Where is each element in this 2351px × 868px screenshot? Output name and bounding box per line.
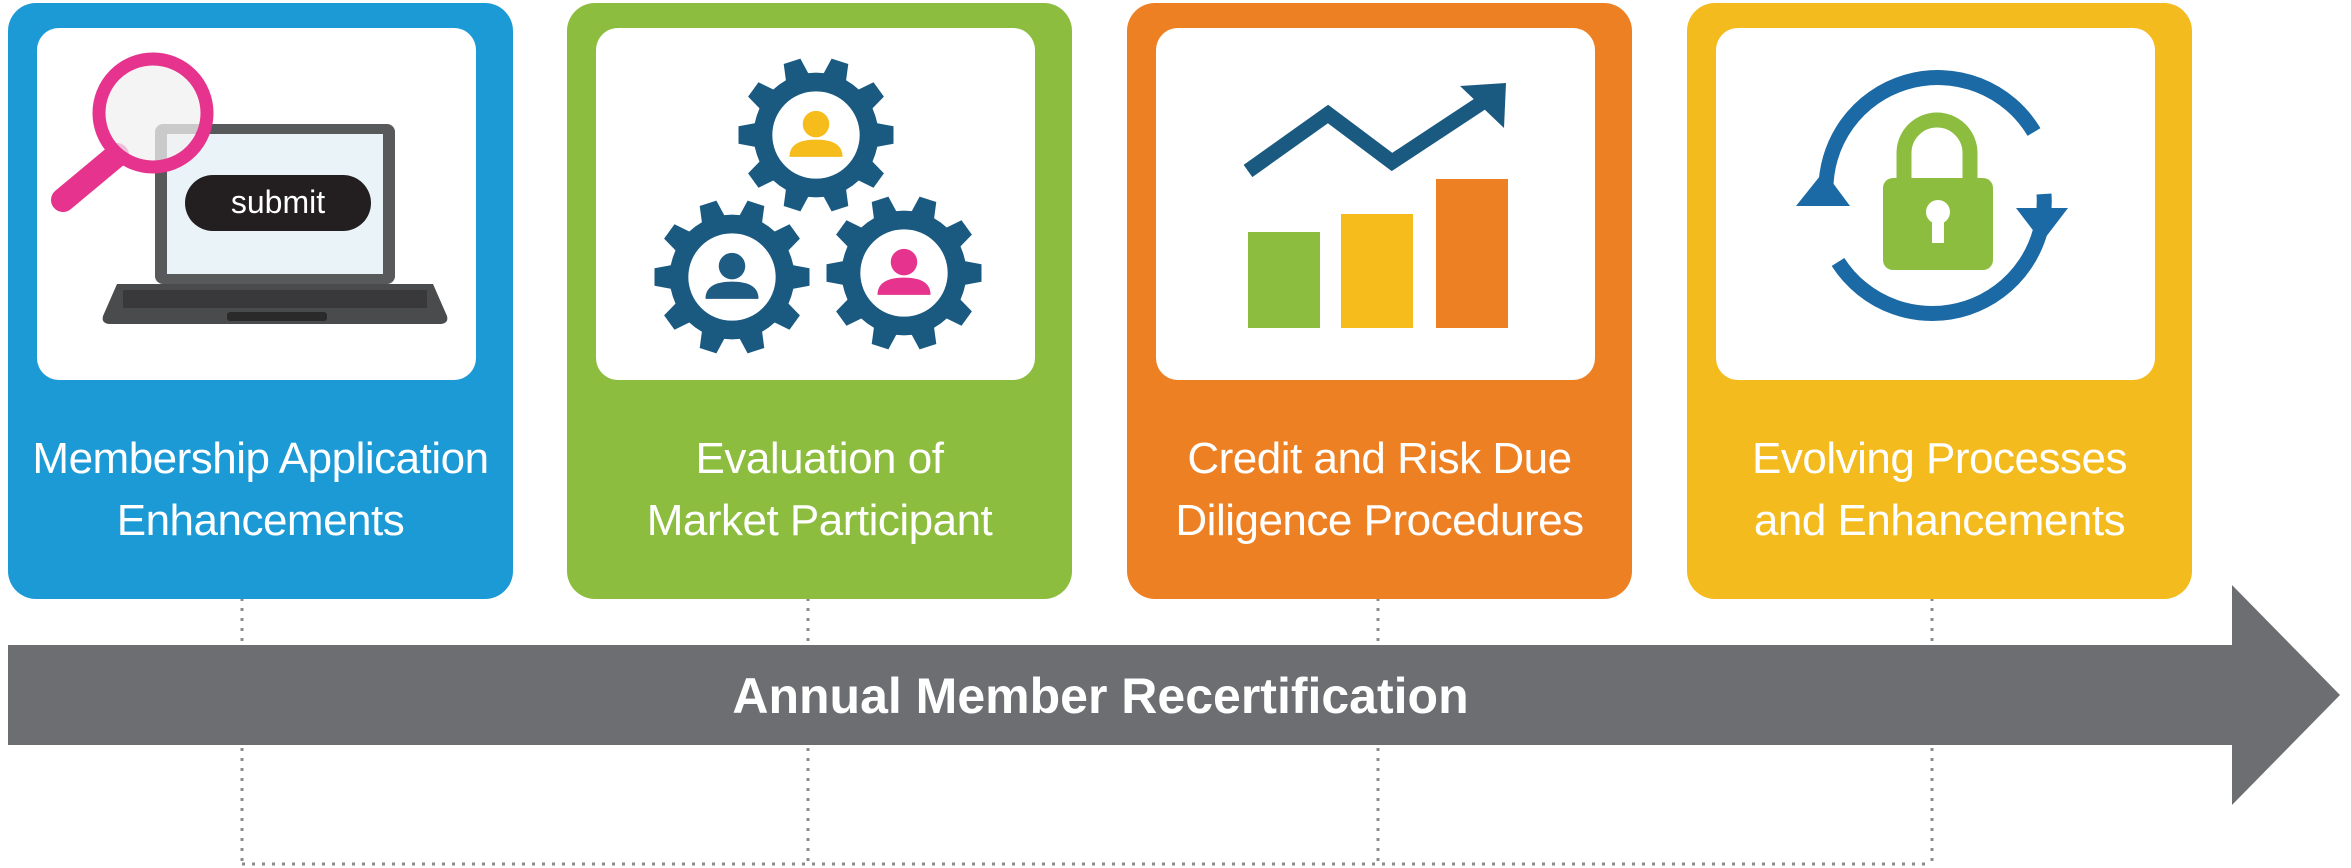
card-label-line: Enhancements bbox=[116, 496, 405, 545]
card-label: Credit and Risk Due Diligence Procedures bbox=[1127, 428, 1632, 552]
orange-bar-icon bbox=[1436, 179, 1508, 328]
icon-panel bbox=[1156, 28, 1595, 380]
lock-refresh-icon bbox=[1796, 70, 2068, 321]
arrowhead-icon bbox=[1796, 171, 1850, 206]
gears-people-icon bbox=[654, 58, 982, 354]
card-label-line: Evolving Processes bbox=[1752, 434, 2127, 483]
gear-left-icon bbox=[654, 200, 810, 354]
timeline-arrow bbox=[8, 585, 2340, 805]
yellow-bar-icon bbox=[1341, 214, 1413, 328]
card-label-line: Membership Application bbox=[32, 434, 489, 483]
card-label-line: Diligence Procedures bbox=[1175, 496, 1584, 545]
card-label: Evaluation of Market Participant bbox=[567, 428, 1072, 552]
timeline-arrow-shape bbox=[8, 585, 2340, 805]
growth-chart-icon bbox=[1243, 83, 1508, 328]
card-label: Evolving Processes and Enhancements bbox=[1687, 428, 2192, 552]
card-membership-application: submit Membership Application Enhancemen… bbox=[8, 3, 513, 599]
card-label-line: Evaluation of bbox=[695, 434, 944, 483]
arrowhead-icon bbox=[1460, 83, 1506, 128]
green-bar-icon bbox=[1248, 232, 1320, 328]
icon-panel: submit bbox=[37, 28, 476, 380]
card-credit-risk: Credit and Risk Due Diligence Procedures bbox=[1127, 3, 1632, 599]
card-label-line: Credit and Risk Due bbox=[1187, 434, 1572, 483]
gear-right-icon bbox=[826, 196, 982, 350]
icon-panel bbox=[1716, 28, 2155, 380]
timeline-label: Annual Member Recertification bbox=[732, 668, 1469, 724]
card-evolving-processes: Evolving Processes and Enhancements bbox=[1687, 3, 2192, 599]
card-market-participant: Evaluation of Market Participant bbox=[567, 3, 1072, 599]
icon-panel bbox=[596, 28, 1035, 380]
gear-top-icon bbox=[738, 58, 894, 212]
submit-text: submit bbox=[231, 184, 325, 220]
card-label-line: Market Participant bbox=[646, 496, 993, 545]
laptop-magnifier-icon: submit bbox=[51, 52, 448, 324]
card-label-line: and Enhancements bbox=[1753, 496, 2126, 545]
card-label: Membership Application Enhancements bbox=[8, 428, 513, 552]
